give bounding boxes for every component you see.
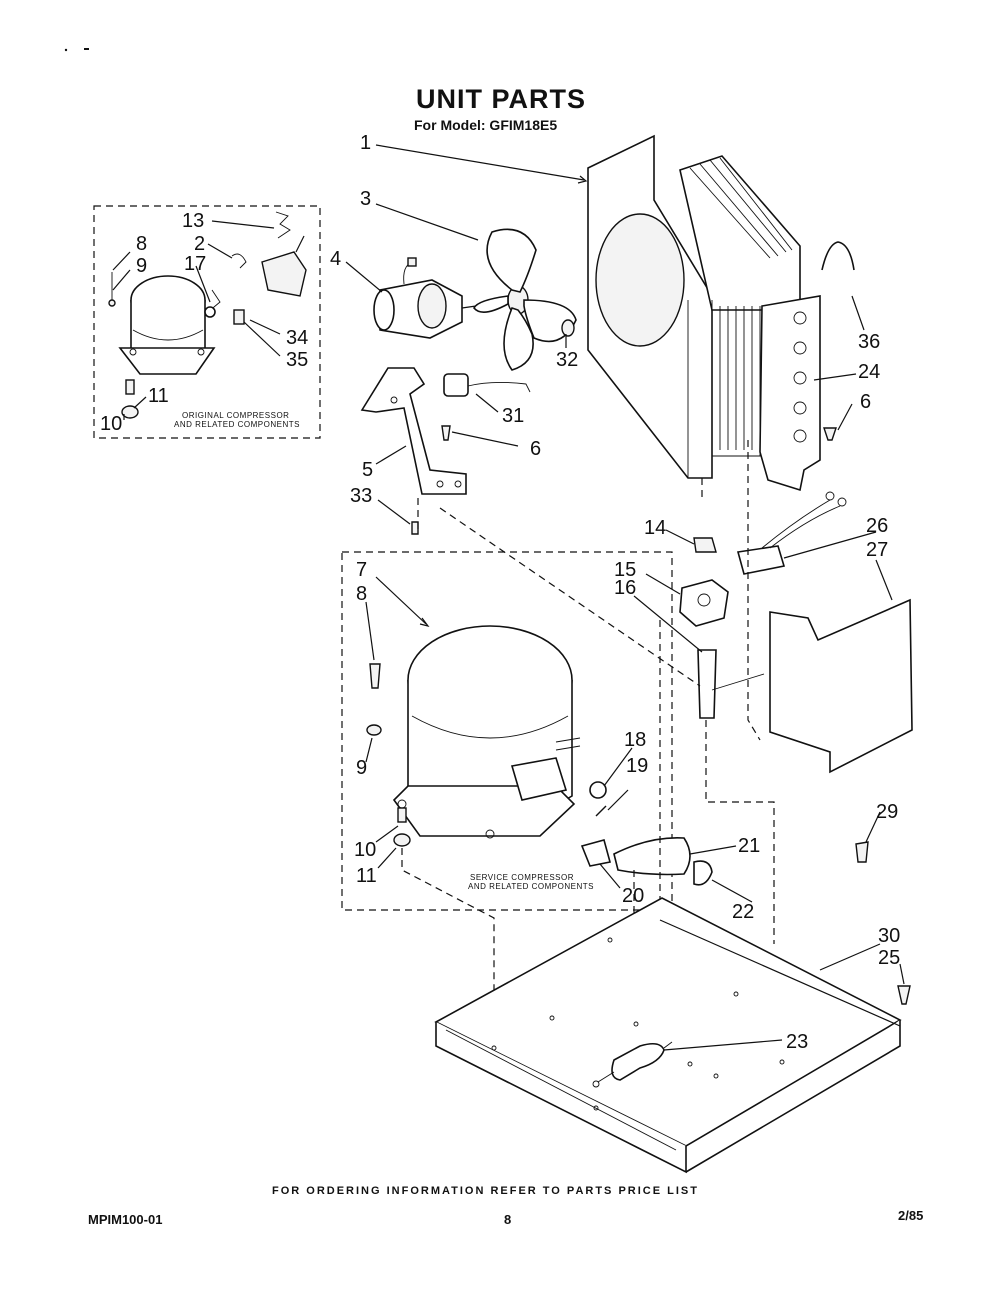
- relay-plug-26: [736, 545, 786, 575]
- callout-13: 13: [182, 210, 204, 232]
- callout-10-original: 10: [100, 413, 122, 435]
- callout-17: 17: [184, 253, 206, 275]
- callout-8-original: 8: [136, 233, 147, 255]
- screw-25: [897, 985, 911, 1005]
- page-title: UNIT PARTS: [416, 84, 586, 114]
- callout-1: 1: [360, 132, 371, 154]
- grommet-11: [393, 833, 411, 847]
- bracket-screw-33: [411, 521, 419, 535]
- callout-14: 14: [644, 517, 666, 539]
- callout-8-service: 8: [356, 583, 367, 605]
- callout-32: 32: [556, 349, 578, 371]
- service-compressor-inset-box: [341, 551, 673, 911]
- drier-23: [611, 1042, 665, 1081]
- callout-36: 36: [858, 331, 880, 353]
- rail-30: [659, 919, 901, 1027]
- callout-5: 5: [362, 459, 373, 481]
- callout-27: 27: [866, 539, 888, 561]
- callout-16: 16: [614, 577, 636, 599]
- u-bend-36: [821, 241, 855, 271]
- callout-31: 31: [502, 405, 524, 427]
- callout-18: 18: [624, 729, 646, 751]
- screw-29: [855, 841, 869, 863]
- callout-23: 23: [786, 1031, 808, 1053]
- revision-date: 2/85: [898, 1208, 924, 1223]
- clip-19: [595, 805, 607, 817]
- callout-9-original: 9: [136, 255, 147, 277]
- strap-22: [693, 860, 713, 886]
- callout-30: 30: [878, 925, 900, 947]
- original-caption-line1: ORIGINAL COMPRESSOR: [182, 411, 289, 420]
- callout-21: 21: [738, 835, 760, 857]
- sleeve-10: [397, 807, 407, 823]
- callout-34: 34: [286, 327, 308, 349]
- page-number: 8: [504, 1212, 512, 1227]
- callout-26: 26: [866, 515, 888, 537]
- solenoid-15: [679, 579, 729, 627]
- callout-6-coil: 6: [860, 391, 871, 413]
- relay-18: [589, 781, 607, 799]
- callout-9-service: 9: [356, 757, 367, 779]
- washer-9: [366, 724, 382, 736]
- callout-11-service: 11: [356, 865, 377, 887]
- valve-16: [697, 649, 717, 719]
- original-caption-line2: AND RELATED COMPONENTS: [174, 420, 300, 429]
- bolt-8: [369, 663, 381, 689]
- callout-20: 20: [622, 885, 644, 907]
- callout-19: 19: [626, 755, 648, 777]
- callout-29: 29: [876, 801, 898, 823]
- callout-22: 22: [732, 901, 754, 923]
- model-subtitle: For Model: GFIM18E5: [414, 117, 558, 133]
- original-compressor-inset-box: [93, 205, 321, 439]
- capacitor-wire-drawing: [443, 373, 531, 397]
- relay-leads: [761, 499, 841, 549]
- clip-14: [693, 537, 717, 553]
- callout-24: 24: [858, 361, 880, 383]
- callout-15: 15: [614, 559, 636, 581]
- ordering-note: FOR ORDERING INFORMATION REFER TO PARTS …: [272, 1185, 699, 1197]
- screw-6-coil: [823, 427, 837, 441]
- service-caption-line2: AND RELATED COMPONENTS: [468, 882, 594, 891]
- callout-33: 33: [350, 485, 372, 507]
- callout-11-original: 11: [148, 385, 169, 407]
- callout-25: 25: [878, 947, 900, 969]
- original-compressor-drawing: [108, 211, 307, 419]
- fan-bracket-drawing: [360, 367, 467, 495]
- base-pan-drawing: [434, 897, 902, 1174]
- service-compressor-drawing: [392, 625, 581, 839]
- callout-4: 4: [330, 248, 341, 270]
- capacitor-21: [613, 837, 691, 876]
- fan-nut-drawing: [561, 319, 575, 337]
- callout-7: 7: [356, 559, 367, 581]
- callout-2: 2: [194, 233, 205, 255]
- cover-panel-27: [769, 598, 913, 774]
- screw-6-bracket: [441, 425, 451, 441]
- service-caption-line1: SERVICE COMPRESSOR: [470, 873, 574, 882]
- fan-motor-drawing: [373, 257, 491, 339]
- callout-6-bracket: 6: [530, 438, 541, 460]
- condenser-coil-drawing: [679, 155, 821, 492]
- callout-10-service: 10: [354, 839, 376, 861]
- document-number: MPIM100-01: [88, 1212, 163, 1227]
- callout-3: 3: [360, 188, 371, 210]
- overload-20: [580, 839, 611, 867]
- callout-35: 35: [286, 349, 308, 371]
